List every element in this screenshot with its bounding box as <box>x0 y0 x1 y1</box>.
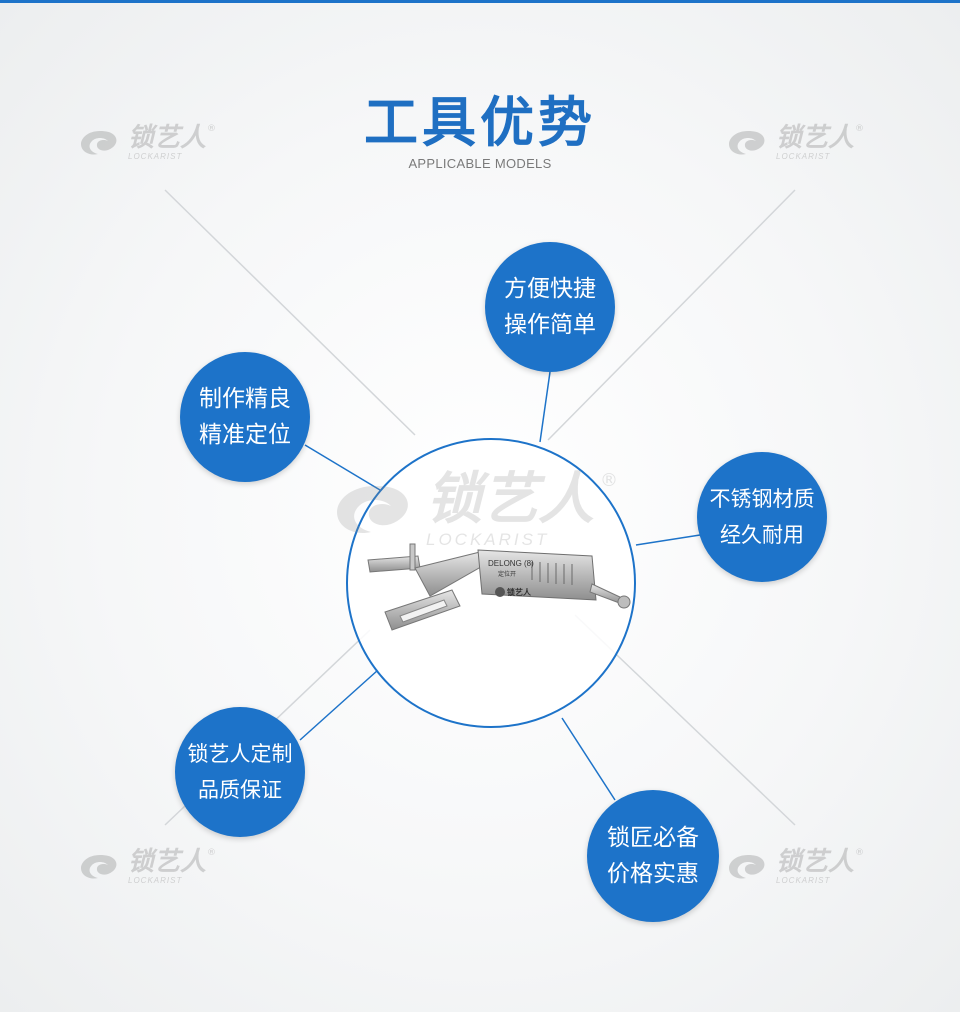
watermark-logo: 锁艺人 LOCKARIST ® <box>78 847 216 885</box>
watermark-registered: ® <box>855 124 865 134</box>
feature-line: 经久耐用 <box>720 523 804 547</box>
watermark-brand-en: LOCKARIST <box>128 152 183 161</box>
feature-line: 品质保证 <box>198 778 282 802</box>
watermark-brand-cn: 锁艺人 <box>426 467 594 532</box>
feature-bubble-convenient: 方便快捷 操作简单 <box>485 242 615 372</box>
brand-mark-icon <box>729 854 765 879</box>
connector-feature-1 <box>539 371 551 443</box>
watermark-logo: 锁艺人 LOCKARIST ® <box>726 123 864 161</box>
feature-bubble-price: 锁匠必备 价格实惠 <box>587 790 719 922</box>
watermark-brand-en: LOCKARIST <box>128 876 183 885</box>
page-title: 工具优势 <box>364 91 596 154</box>
watermark-brand-en: LOCKARIST <box>776 876 831 885</box>
watermark-brand-cn: 锁艺人 <box>128 123 207 153</box>
top-accent-bar <box>0 0 960 3</box>
connector-feature-4 <box>299 669 379 741</box>
brand-mark-icon <box>81 130 117 155</box>
tool-sub-text: 定位开 <box>498 570 516 578</box>
watermark-brand-en: LOCKARIST <box>776 152 831 161</box>
connector-feature-3 <box>635 534 701 546</box>
watermark-registered: ® <box>207 124 217 134</box>
watermark-logo: 锁艺人 LOCKARIST ® <box>78 123 216 161</box>
connector-feature-5 <box>561 717 616 801</box>
tool-brand-text: 锁艺人 <box>507 587 532 597</box>
watermark-logo: 锁艺人 LOCKARIST ® <box>726 847 864 885</box>
feature-line: 制作精良 <box>199 386 291 412</box>
diagonal-line-top-right <box>547 189 796 441</box>
watermark-logo-large: 锁艺人 LOCKARIST ® <box>330 467 618 550</box>
feature-line: 操作简单 <box>504 312 596 338</box>
brand-mark-icon <box>337 486 408 534</box>
feature-line: 方便快捷 <box>504 276 596 302</box>
feature-line: 不锈钢材质 <box>709 487 815 511</box>
feature-bubble-stainless: 不锈钢材质 经久耐用 <box>697 452 827 582</box>
brand-mark-icon <box>81 854 117 879</box>
lock-pick-tool-image: DELONG (8) 定位开 锁艺人 <box>367 543 631 631</box>
feature-line: 锁匠必备 <box>607 825 699 851</box>
tool-model-text: DELONG (8) <box>488 559 534 568</box>
connector-feature-2 <box>304 444 381 491</box>
brand-mark-icon <box>729 130 765 155</box>
feature-line: 价格实惠 <box>607 861 699 887</box>
watermark-brand-cn: 锁艺人 <box>128 847 207 877</box>
feature-bubble-quality: 锁艺人定制 品质保证 <box>175 707 305 837</box>
feature-bubble-precision: 制作精良 精准定位 <box>180 352 310 482</box>
watermark-brand-cn: 锁艺人 <box>776 847 855 877</box>
watermark-brand-en: LOCKARIST <box>426 530 550 549</box>
feature-line: 锁艺人定制 <box>187 742 293 766</box>
page-subtitle: APPLICABLE MODELS <box>408 156 552 171</box>
feature-line: 精准定位 <box>199 422 291 448</box>
watermark-registered: ® <box>855 848 865 858</box>
watermark-brand-cn: 锁艺人 <box>776 123 855 153</box>
watermark-registered: ® <box>600 470 618 491</box>
watermark-registered: ® <box>207 848 217 858</box>
diagonal-line-top-left <box>164 189 416 436</box>
